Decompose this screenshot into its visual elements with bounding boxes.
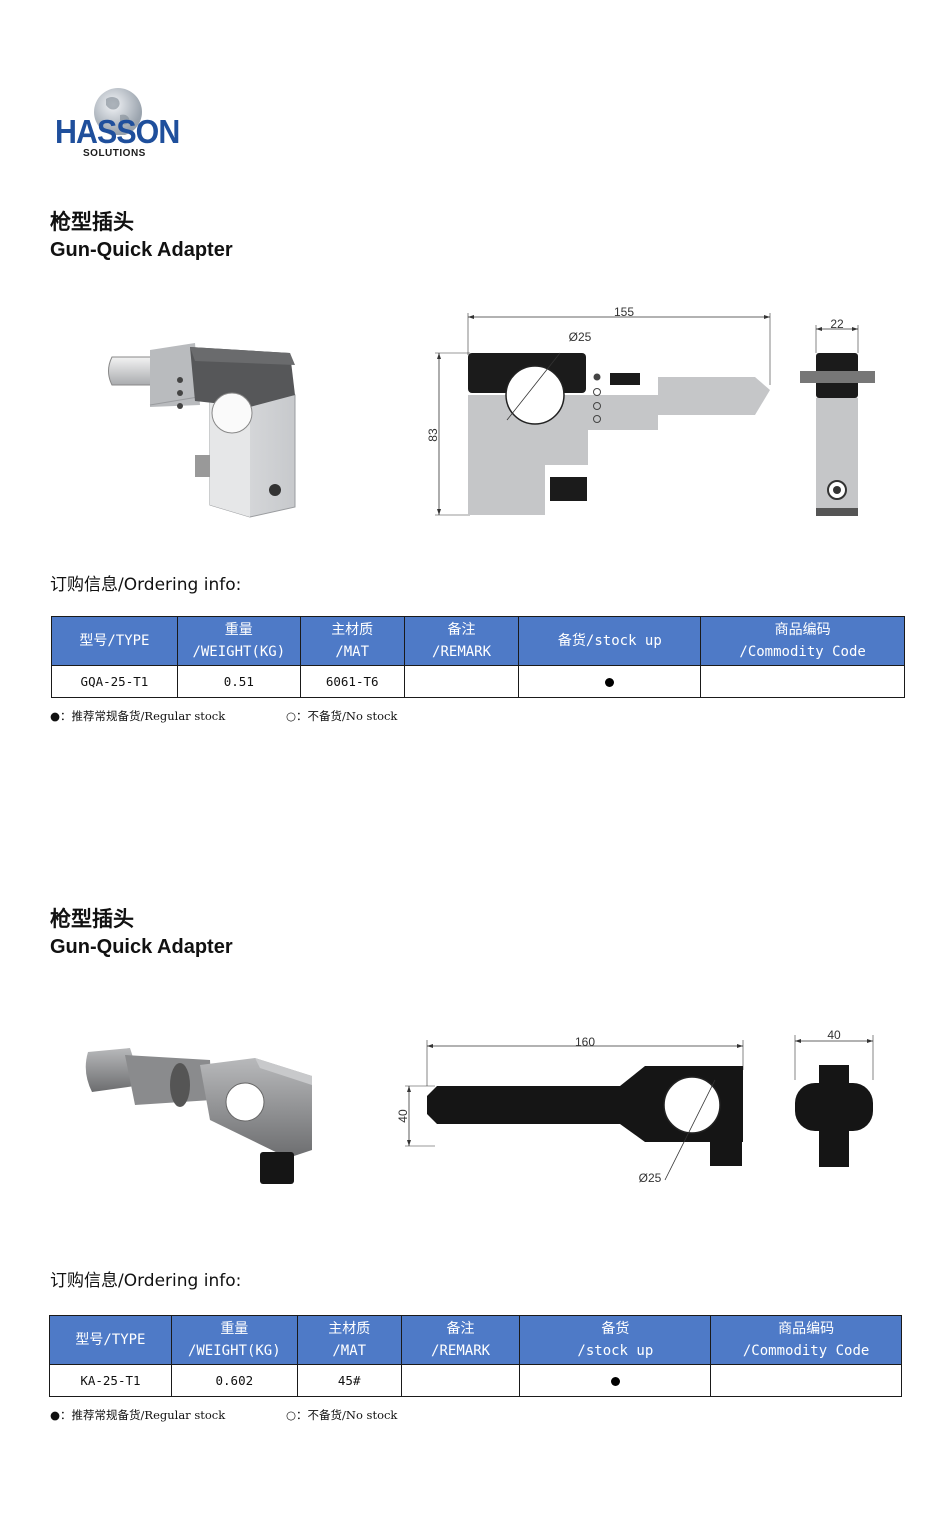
stock-dot-icon — [605, 678, 615, 687]
dim-diameter: Ø25 — [639, 1171, 662, 1185]
cell-mat: 6061-T6 — [299, 665, 405, 698]
product-render-gqa — [108, 343, 296, 518]
cell-code — [700, 665, 905, 698]
company-logo: HASSON SOLUTIONS — [55, 85, 180, 160]
ordering-table: 型号/TYPE 重量/WEIGHT(KG) 主材质/MAT 备注/REMARK … — [51, 616, 905, 698]
section-title-en: Gun-Quick Adapter — [50, 936, 233, 958]
col-header-stock: 备货/stock up — [519, 1315, 712, 1365]
dim-diameter: Ø25 — [569, 330, 592, 344]
legend-regular-stock: ●：推荐常规备货/Regular stock — [50, 709, 226, 723]
cell-type: KA-25-T1 — [49, 1364, 172, 1397]
cell-remark — [403, 665, 520, 698]
dim-height: 40 — [396, 1109, 410, 1123]
dim-height: 83 — [426, 428, 440, 442]
cell-weight: 0.602 — [170, 1364, 298, 1397]
dim-width: 40 — [827, 1028, 841, 1042]
ordering-info-title: 订购信息/Ordering info: — [50, 575, 242, 595]
ordering-table: 型号/TYPE 重量/WEIGHT(KG) 主材质/MAT 备注/REMARK … — [49, 1315, 902, 1397]
drawing-side-ka: 40 — [794, 1028, 874, 1167]
col-header-mat: 主材质/MAT — [299, 616, 405, 666]
legend-regular-stock: ●：推荐常规备货/Regular stock — [50, 1408, 226, 1422]
col-header-type: 型号/TYPE — [51, 616, 178, 666]
cell-stock — [519, 1364, 712, 1397]
drawing-front-ka: 160 40 Ø25 — [396, 1035, 744, 1185]
product-render-ka — [85, 1048, 312, 1184]
cell-stock — [518, 665, 702, 698]
legend-no-stock: ○：不备货/No stock — [286, 709, 398, 723]
section-title-cn: 枪型插头 — [50, 210, 134, 234]
stock-dot-icon — [610, 1377, 620, 1386]
col-header-remark: 备注/REMARK — [403, 616, 520, 666]
col-header-weight: 重量/WEIGHT(KG) — [170, 1315, 298, 1365]
col-header-type: 型号/TYPE — [49, 1315, 172, 1365]
logo-wordmark: HASSON — [55, 113, 180, 150]
section-title-en: Gun-Quick Adapter — [50, 239, 233, 261]
drawing-front-gqa: 155 83 Ø25 — [426, 305, 771, 516]
col-header-stock: 备货/stock up — [518, 616, 702, 666]
col-header-mat: 主材质/MAT — [296, 1315, 402, 1365]
section-title-cn: 枪型插头 — [50, 907, 134, 931]
table-header-row: 型号/TYPE 重量/WEIGHT(KG) 主材质/MAT 备注/REMARK … — [51, 616, 905, 666]
legend-no-stock: ○：不备货/No stock — [286, 1408, 398, 1422]
cell-code — [710, 1364, 902, 1397]
col-header-code: 商品编码/Commodity Code — [700, 616, 905, 666]
cell-type: GQA-25-T1 — [51, 665, 178, 698]
dim-width: 22 — [830, 317, 844, 331]
logo-subtitle: SOLUTIONS — [83, 148, 146, 159]
cell-mat: 45# — [296, 1364, 402, 1397]
table-row: KA-25-T1 0.602 45# — [49, 1364, 902, 1397]
cell-weight: 0.51 — [176, 665, 301, 698]
col-header-weight: 重量/WEIGHT(KG) — [176, 616, 301, 666]
drawing-side-gqa: 22 — [800, 317, 875, 516]
cell-remark — [400, 1364, 521, 1397]
table-header-row: 型号/TYPE 重量/WEIGHT(KG) 主材质/MAT 备注/REMARK … — [49, 1315, 902, 1365]
dim-length: 155 — [614, 305, 634, 319]
col-header-code: 商品编码/Commodity Code — [710, 1315, 902, 1365]
col-header-remark: 备注/REMARK — [400, 1315, 521, 1365]
dim-length: 160 — [575, 1035, 595, 1049]
table-row: GQA-25-T1 0.51 6061-T6 — [51, 665, 905, 698]
ordering-info-title: 订购信息/Ordering info: — [50, 1271, 242, 1291]
globe-icon — [94, 88, 142, 135]
